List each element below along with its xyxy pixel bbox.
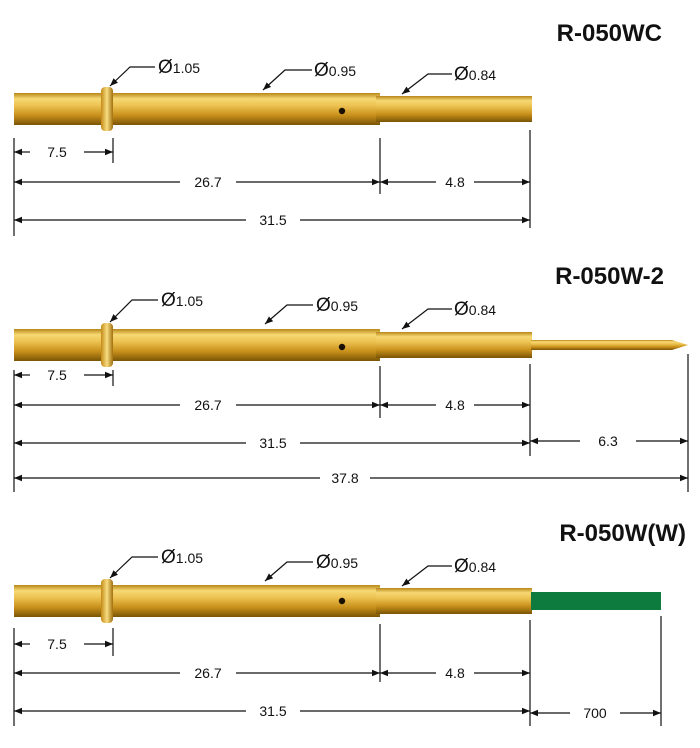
dimension-label: 26.7 [194,665,221,681]
dimension-label: 26.7 [194,174,221,190]
diameter-callout-ring: Ø1.05 [109,57,200,87]
diameter-symbol: Ø [158,57,173,78]
diameter-callout-tip: Ø0.84 [401,556,496,587]
svg-text:Ø1.05: Ø1.05 [161,290,203,311]
svg-text:Ø0.84: Ø0.84 [454,64,496,85]
diameter-symbol: Ø [454,64,469,85]
barrel [14,329,380,361]
diameter-symbol: Ø [161,547,176,568]
dimension-label: 31.5 [259,435,286,451]
dimension-tip: 4.8 [380,665,530,681]
diameter-symbol: Ø [454,556,469,577]
svg-text:Ø0.84: Ø0.84 [454,556,496,577]
dimension-label: 700 [583,705,607,721]
dimension-overall: 37.8 [14,470,688,486]
diameter-symbol: Ø [316,552,331,573]
diameter-callout-tip: Ø0.84 [401,64,496,95]
dimension-label: 7.5 [47,367,67,383]
diameter-callout-barrel: Ø0.95 [264,295,358,325]
diameter-callout-barrel: Ø0.95 [264,552,358,582]
diameter-value: 1.05 [176,550,203,566]
diameter-value: 1.05 [173,60,200,76]
svg-text:Ø0.95: Ø0.95 [314,60,356,81]
barrel [14,585,380,617]
dimension-label: 7.5 [47,636,67,652]
diameter-value: 1.05 [176,293,203,309]
barrel [14,93,380,125]
diameter-value: 0.95 [329,63,356,79]
diameter-callout-barrel: Ø0.95 [262,60,356,91]
dimension-ring: 7.5 [14,144,113,160]
dimension-label: 26.7 [194,397,221,413]
diameter-symbol: Ø [316,295,331,316]
diameter-symbol: Ø [161,290,176,311]
dimension-ring: 7.5 [14,636,113,652]
probe-title: R-050W(W) [559,520,686,547]
tip-section [376,96,532,122]
extension-lines [13,354,689,492]
diameter-value: 0.84 [469,559,496,575]
diameter-callout-tip: Ø0.84 [401,299,496,330]
dimension-ring: 7.5 [14,367,113,383]
diameter-callout-ring: Ø1.05 [109,290,203,323]
probe-r050w-w: R-050W(W) Ø1.05 Ø0.95 Ø0.84 7.5 [13,520,686,726]
extension-lines [13,616,662,726]
dimension-tip: 4.8 [380,397,530,413]
green-wire [531,592,661,610]
svg-text:Ø0.95: Ø0.95 [316,552,358,573]
probe-title: R-050W-2 [555,263,664,290]
dimension-point: 6.3 [530,433,688,449]
diameter-value: 0.95 [331,298,358,314]
crimp-ring [101,579,113,623]
tip-section [376,588,532,614]
crimp-dot [338,343,346,351]
svg-text:Ø1.05: Ø1.05 [161,547,203,568]
probe-r050wc: R-050WC Ø1.05 Ø0.95 Ø0.84 [13,20,662,236]
svg-text:Ø1.05: Ø1.05 [158,57,200,78]
dimension-total: 31.5 [14,212,530,228]
diameter-callout-ring: Ø1.05 [109,547,203,579]
dimension-body: 26.7 [14,665,380,681]
diameter-symbol: Ø [314,60,329,81]
dimension-total: 31.5 [14,435,530,451]
dimension-label: 4.8 [445,397,465,413]
svg-text:Ø0.84: Ø0.84 [454,299,496,320]
dimension-total: 31.5 [14,703,530,719]
tip-section [376,332,532,358]
dimension-label: 31.5 [259,212,286,228]
diameter-value: 0.95 [331,555,358,571]
dimension-label: 7.5 [47,144,67,160]
dimension-label: 6.3 [598,433,618,449]
crimp-dot [338,107,346,115]
dimension-body: 26.7 [14,397,380,413]
dimension-label: 37.8 [331,470,358,486]
diameter-symbol: Ø [454,299,469,320]
diameter-value: 0.84 [469,67,496,83]
plunger-point [531,340,688,350]
dimension-wire: 700 [530,705,661,721]
probe-title: R-050WC [557,20,662,47]
dimension-label: 4.8 [445,665,465,681]
probe-r050w-2: R-050W-2 Ø1.05 Ø0.95 Ø0.84 7.5 [13,263,689,492]
crimp-dot [338,597,346,605]
dimension-label: 4.8 [445,174,465,190]
dimension-tip: 4.8 [380,174,530,190]
crimp-ring [101,323,113,367]
dimension-body: 26.7 [14,174,380,190]
dimension-label: 31.5 [259,703,286,719]
diameter-value: 0.84 [469,302,496,318]
svg-text:Ø0.95: Ø0.95 [316,295,358,316]
crimp-ring [101,87,113,131]
